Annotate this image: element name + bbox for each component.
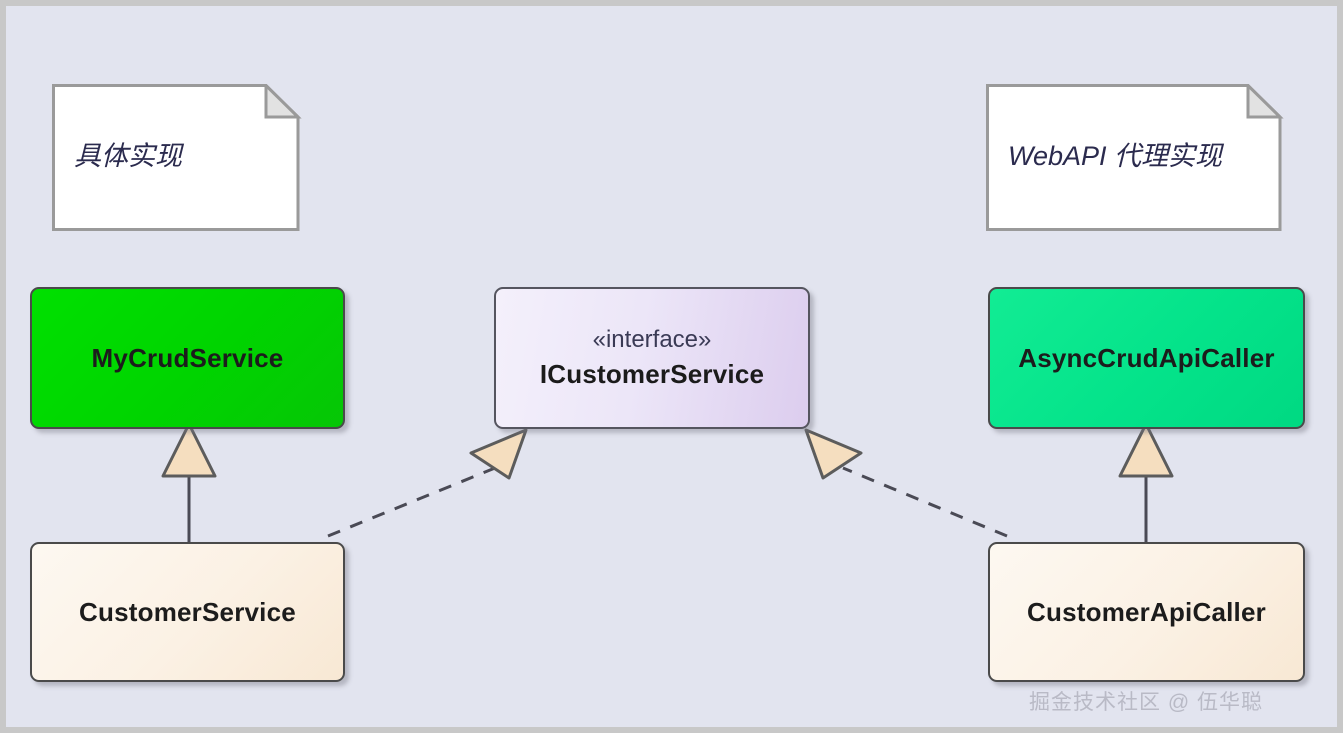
realization-arrowhead-right [804,428,863,480]
realization-line-left [327,466,496,538]
class-stereotype-icustomerservice: «interface» [592,326,712,354]
note-concrete-implementation-text: 具体实现 [74,140,182,171]
relation-generalization-right [1118,422,1174,542]
relation-generalization-left [161,422,217,542]
class-name-customerapicaller: CustomerApiCaller [1027,596,1266,627]
diagram-surface: 具体实现 WebAPI 代理实现 MyCrudService «interfac… [6,6,1337,727]
class-name-mycrudservice: MyCrudService [91,342,284,373]
relation-realization-right [804,428,1008,538]
class-name-customerservice: CustomerService [79,596,296,627]
realization-line-right [842,466,1008,538]
watermark-text: 掘金技术社区 @ 伍华聪 [1029,691,1263,714]
note-shape-icon [986,84,1284,231]
class-name-asynccrudapicaller: AsyncCrudApiCaller [1018,342,1275,373]
generalization-arrowhead-right [1118,422,1174,478]
class-box-customerapicaller[interactable]: CustomerApiCaller [988,542,1305,682]
class-box-mycrudservice[interactable]: MyCrudService [30,287,345,429]
class-name-icustomerservice: ICustomerService [539,359,765,390]
class-box-asynccrudapicaller[interactable]: AsyncCrudApiCaller [988,287,1305,429]
generalization-arrowhead-left [161,422,217,478]
relation-realization-left [327,428,528,538]
class-box-icustomerservice[interactable]: «interface» ICustomerService [494,287,810,429]
note-webapi-proxy-implementation[interactable]: WebAPI 代理实现 [986,84,1304,231]
note-shape-icon [52,84,302,231]
class-box-customerservice[interactable]: CustomerService [30,542,345,682]
note-concrete-implementation[interactable]: 具体实现 [52,84,322,231]
note-webapi-proxy-implementation-text: WebAPI 代理实现 [1008,140,1223,171]
realization-arrowhead-left [469,428,528,480]
